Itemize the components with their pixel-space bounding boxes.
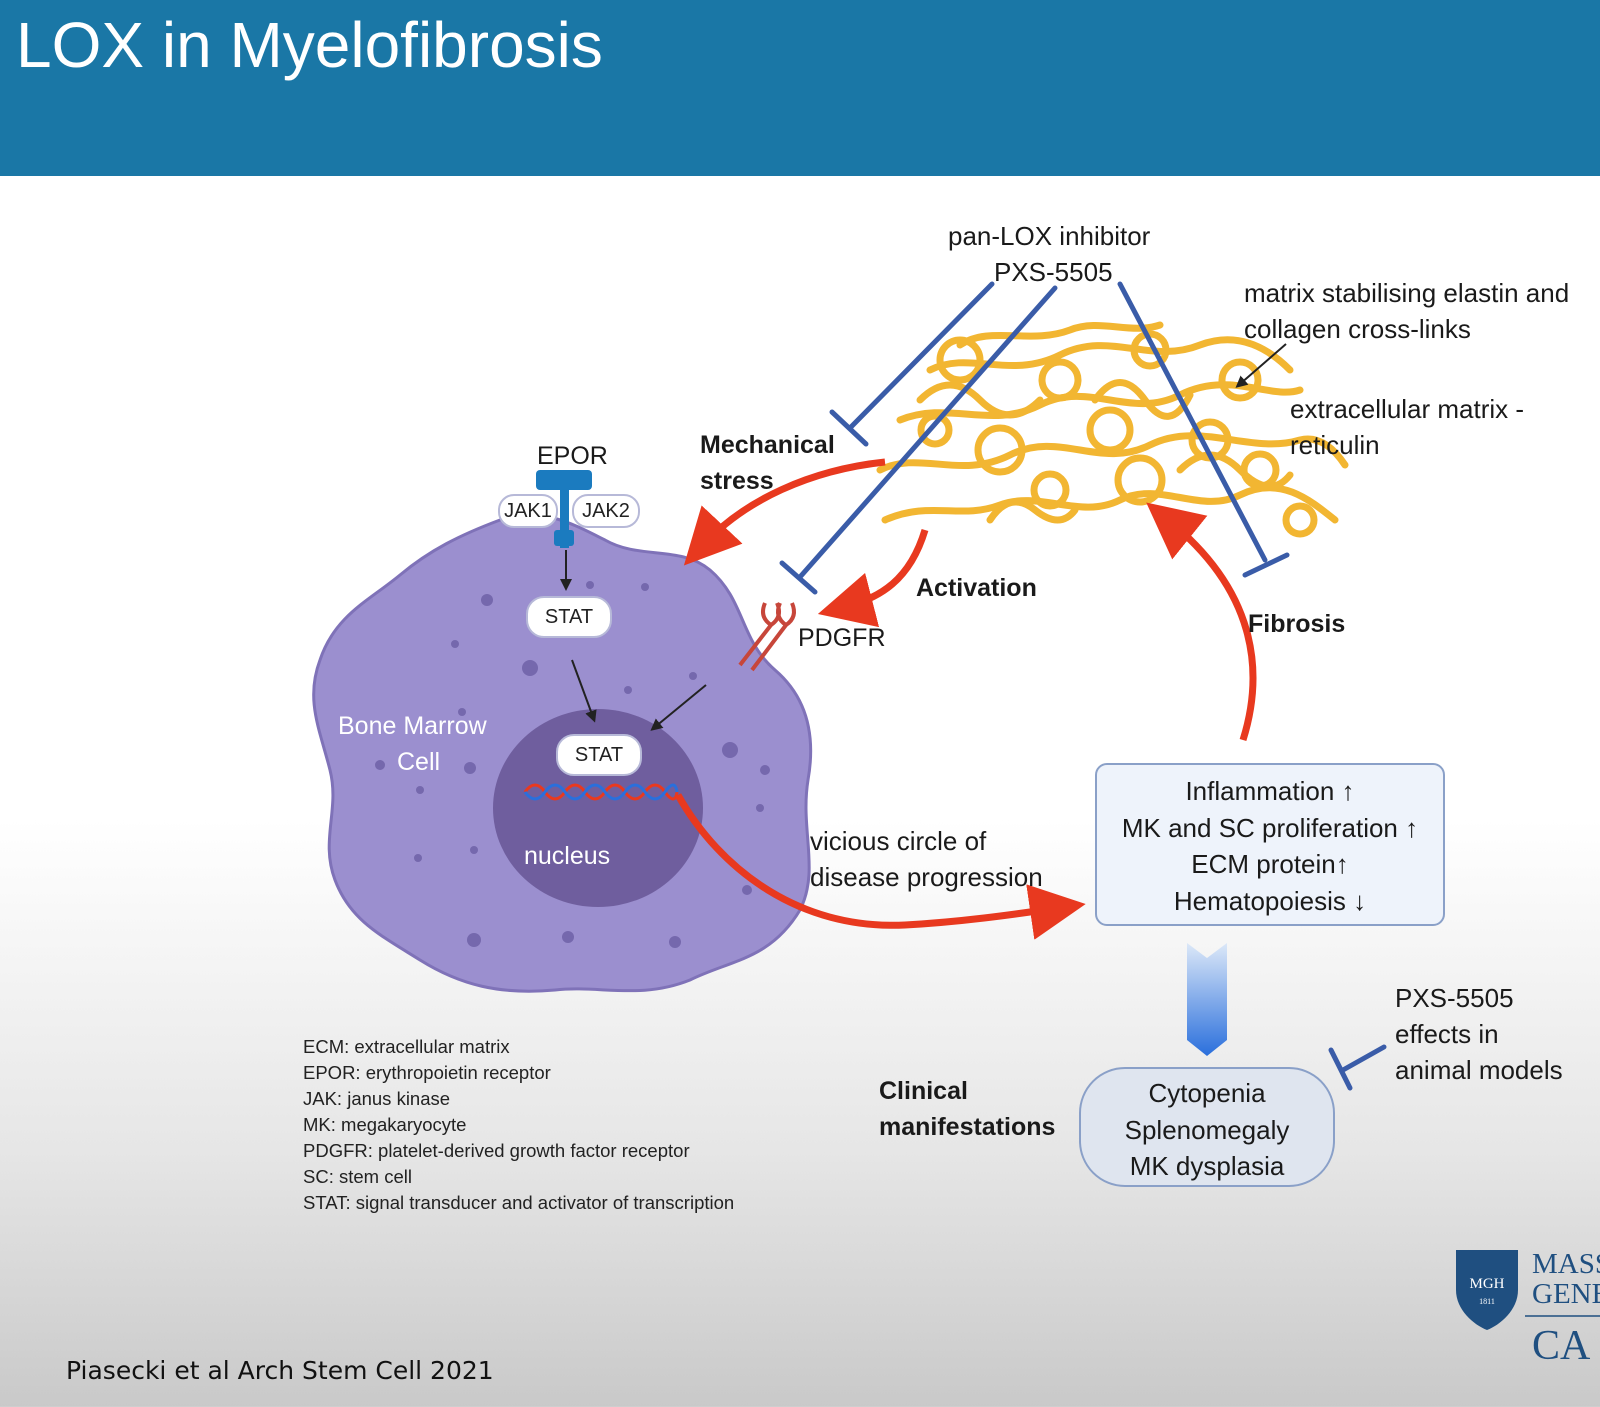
pxs-effects-label-1: PXS-5505 <box>1395 983 1514 1013</box>
stat-to-nucleus-arrow <box>571 659 597 723</box>
cell-label-2: Cell <box>397 748 441 776</box>
abbreviation-legend: ECM: extracellular matrix EPOR: erythrop… <box>303 1034 734 1216</box>
effect-item: Hematopoiesis ↓ <box>1173 885 1367 916</box>
clinical-label-2: manifestations <box>879 1113 1056 1141</box>
matrix-stabilising-label-2: collagen cross-links <box>1244 314 1471 344</box>
legend-item: ECM: extracellular matrix <box>303 1036 510 1057</box>
legend-item: MK: megakaryocyte <box>303 1114 467 1135</box>
clinical-item: MK dysplasia <box>1129 1151 1285 1181</box>
nucleus-label: nucleus <box>524 842 611 870</box>
legend-item: SC: stem cell <box>303 1166 412 1187</box>
legend-item: PDGFR: platelet-derived growth factor re… <box>303 1140 690 1161</box>
clinical-manifestations-box: Cytopenia Splenomegaly MK dysplasia <box>1079 1067 1335 1187</box>
pxs-effects-label-3: animal models <box>1395 1055 1563 1085</box>
fibrosis-label: Fibrosis <box>1248 610 1346 638</box>
inhibitor-label-2: PXS-5505 <box>994 257 1113 287</box>
epor-receptor-icon <box>536 470 592 548</box>
cell-granules <box>375 581 770 948</box>
nucleus <box>493 709 703 907</box>
dna-icon <box>523 783 679 801</box>
clinical-item: Splenomegaly <box>1124 1114 1290 1145</box>
jak1-pill: JAK1 <box>498 494 558 528</box>
epor-label: EPOR <box>537 442 608 470</box>
logo-line-1: MASS <box>1532 1248 1600 1280</box>
pdgfr-label: PDGFR <box>798 624 886 652</box>
cell-label-1: Bone Marrow <box>338 712 487 740</box>
ecm-label-1: extracellular matrix - <box>1290 394 1525 424</box>
clinical-item: Cytopenia <box>1148 1078 1266 1108</box>
effect-item: Inflammation ↑ <box>1185 776 1355 806</box>
mechanical-stress-label-2: stress <box>700 467 774 495</box>
logo-line-3: CA <box>1532 1323 1591 1369</box>
clinical-label-1: Clinical <box>879 1077 968 1105</box>
slide-title: LOX in Myelofibrosis <box>16 9 603 81</box>
inhibition-lines <box>779 281 1387 1091</box>
vicious-circle-label-1: vicious circle of <box>810 826 987 856</box>
jak2-pill: JAK2 <box>572 494 640 528</box>
legend-item: JAK: janus kinase <box>303 1088 451 1109</box>
crosslinks-pointer-arrow <box>1235 343 1287 388</box>
logo-line-2: GENE <box>1532 1278 1600 1310</box>
mgh-shield-icon: MGH 1811 <box>1456 1250 1518 1330</box>
inhibitor-label-1: pan-LOX inhibitor <box>948 221 1151 251</box>
matrix-stabilising-label-1: matrix stabilising elastin and <box>1244 278 1570 308</box>
legend-item: EPOR: erythropoietin receptor <box>303 1062 551 1083</box>
extracellular-matrix-fibers <box>876 321 1349 538</box>
mechanical-stress-label-1: Mechanical <box>700 431 835 459</box>
pdgfr-receptor-icon <box>738 602 796 672</box>
svg-text:1811: 1811 <box>1479 1297 1495 1306</box>
effect-item: ECM protein↑ <box>1191 849 1349 879</box>
down-arrow-icon <box>1187 943 1227 1056</box>
svg-text:MGH: MGH <box>1469 1276 1504 1292</box>
red-arrows <box>674 458 1257 940</box>
effect-item: MK and SC proliferation ↑ <box>1121 812 1419 843</box>
citation: Piasecki et al Arch Stem Cell 2021 <box>66 1356 494 1385</box>
vicious-circle-label-2: disease progression <box>810 862 1043 892</box>
pdgfr-to-nucleus-arrow <box>650 684 707 731</box>
title-bar: LOX in Myelofibrosis <box>0 0 1600 176</box>
ecm-label-2: reticulin <box>1290 430 1380 460</box>
stat-cytoplasm-pill: STAT <box>526 596 612 638</box>
stat-nucleus-pill: STAT <box>556 734 642 776</box>
pxs-effects-label-2: effects in <box>1395 1019 1499 1049</box>
activation-label: Activation <box>916 574 1037 602</box>
disease-effects-box: Inflammation ↑ MK and SC proliferation ↑… <box>1095 763 1445 926</box>
legend-item: STAT: signal transducer and activator of… <box>303 1192 735 1213</box>
